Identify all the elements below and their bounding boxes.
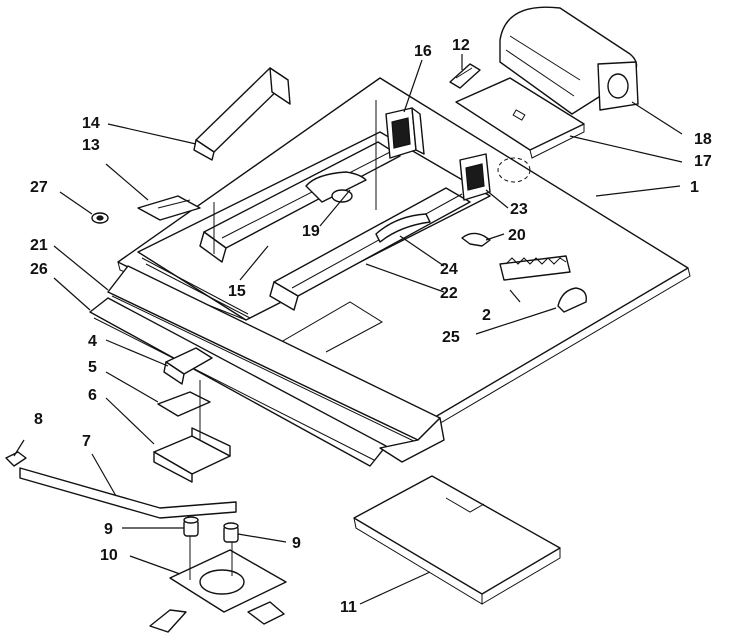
callout-17: 17	[694, 153, 712, 170]
clip-part-12	[449, 63, 481, 89]
block-part-16	[385, 107, 425, 159]
callout-18: 18	[694, 131, 712, 148]
link-arm-part-7	[19, 467, 237, 519]
plate-part-13	[137, 195, 201, 221]
callout-16: 16	[414, 43, 432, 60]
front-rail	[89, 265, 445, 467]
callout-13: 13	[82, 137, 100, 154]
callout-4: 4	[88, 333, 97, 350]
clip-part-20	[461, 232, 491, 247]
motor-part-18	[499, 6, 639, 115]
callout-15: 15	[228, 283, 246, 300]
tube-part-24	[375, 213, 431, 243]
callout-24: 24	[440, 261, 458, 278]
callout-11: 11	[340, 599, 357, 616]
callout-20: 20	[508, 227, 526, 244]
plate-part-17	[455, 77, 585, 159]
bracket-part-6	[153, 427, 231, 483]
left-bracket	[199, 141, 401, 263]
terminal-block-part-2	[499, 255, 571, 281]
callout-27: 27	[30, 179, 48, 196]
mechanism-part-10	[149, 536, 287, 633]
center-panel	[137, 131, 491, 321]
clip-part-8	[5, 451, 27, 467]
clamp-part-25	[557, 287, 587, 313]
callout-19: 19	[302, 223, 320, 240]
plate-part-5	[157, 391, 211, 417]
callout-6: 6	[88, 387, 97, 404]
callout-8: 8	[34, 411, 43, 428]
callout-23: 23	[510, 201, 528, 218]
callout-9-right: 9	[292, 535, 301, 552]
spacer-part-9-right	[223, 522, 239, 543]
plate-part-11	[353, 475, 561, 605]
callout-7: 7	[82, 433, 91, 450]
callout-21: 21	[30, 237, 48, 254]
callout-26: 26	[30, 261, 48, 278]
callout-25: 25	[442, 329, 460, 346]
chute-part-14	[193, 67, 291, 161]
callout-14: 14	[82, 115, 100, 132]
callout-9-left: 9	[104, 521, 113, 538]
callout-1: 1	[690, 179, 699, 196]
callout-5: 5	[88, 359, 97, 376]
spacer-part-9-left	[183, 516, 199, 537]
block-part-23	[459, 153, 491, 201]
callout-2: 2	[482, 307, 491, 324]
switch-part-4	[163, 347, 213, 385]
leader-lines	[13, 54, 683, 605]
callout-12: 12	[452, 37, 470, 54]
callout-10: 10	[100, 547, 118, 564]
callout-22: 22	[440, 285, 458, 302]
nut-part-27	[91, 212, 109, 224]
